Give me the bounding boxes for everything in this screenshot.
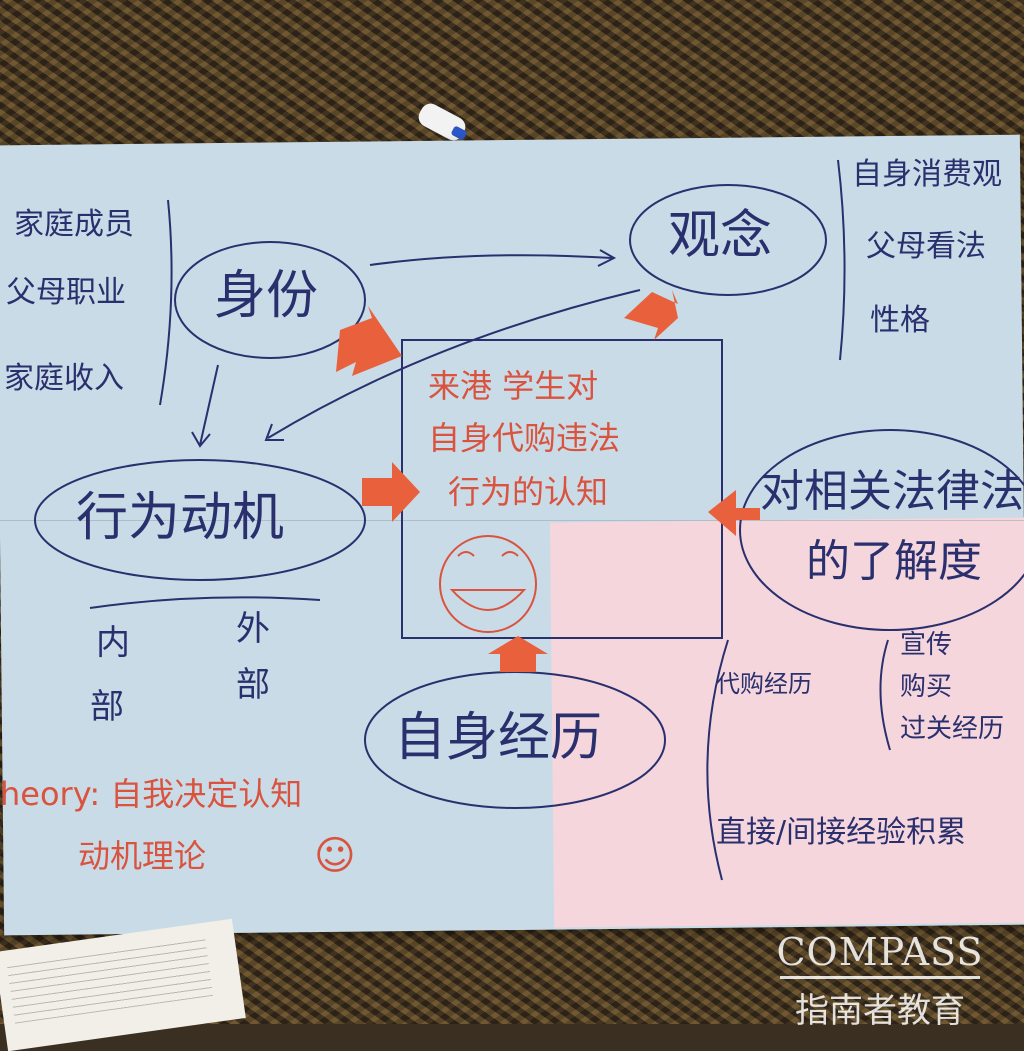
paper-fold [0, 520, 1024, 521]
compass-watermark: COMPASS 指南者教育 [770, 930, 990, 1031]
orange-arrow-identity [336, 306, 402, 376]
smiley-icon: ☺ [314, 833, 356, 879]
motive-external-1: 外 [236, 609, 270, 649]
arrow-identity-to-motive [199, 364, 219, 446]
concept-bracket [837, 159, 846, 361]
arrowhead-motive-2 [264, 423, 284, 441]
mind-map-drawing [34, 159, 1024, 881]
legal-node-line-1: 对相关法律法 [760, 466, 1024, 517]
center-line-1: 来港 学生对 [428, 367, 599, 405]
concept-factor-consumption: 自身消费观 [852, 157, 1002, 192]
concept-factor-personality: 性格 [870, 303, 930, 338]
concept-ellipse [629, 184, 827, 296]
center-line-3: 行为的认知 [448, 473, 609, 511]
legal-subitem-publicity: 宣传 [900, 630, 953, 660]
smiley-face-icon [439, 535, 537, 633]
legal-subitem-customs: 过关经历 [900, 714, 1005, 744]
legal-ellipse [739, 429, 1024, 631]
motive-node: 行为动机 [76, 488, 285, 548]
legal-sub-bracket [879, 639, 891, 751]
motive-internal-2: 部 [90, 687, 124, 727]
orange-arrow-experience [488, 636, 548, 672]
legal-bracket [706, 639, 729, 881]
motive-bracket [89, 596, 321, 609]
legal-node-line-2: 的了解度 [806, 536, 982, 587]
theory-line-1: heory: 自我决定认知 [0, 775, 303, 813]
experience-node: 自身经历 [394, 708, 603, 768]
smiley-mouth [449, 589, 527, 611]
orange-arrow-legal [708, 490, 760, 536]
motive-internal-1: 内 [96, 623, 130, 663]
concept-factor-parents-view: 父母看法 [866, 229, 986, 264]
watermark-rule [780, 976, 980, 979]
motive-ellipse [34, 459, 366, 581]
identity-ellipse [174, 241, 366, 359]
legal-factor-purchase-experience: 代购经历 [716, 670, 812, 698]
watermark-en: COMPASS [776, 930, 984, 974]
identity-bracket [159, 199, 173, 406]
motive-external-2: 部 [236, 665, 270, 705]
arrowhead-motive-1 [191, 431, 211, 448]
center-line-2: 自身代购违法 [428, 419, 621, 457]
theory-line-2: 动机理论 [78, 837, 207, 875]
orange-arrow-concept [624, 290, 678, 340]
concept-node: 观念 [668, 206, 773, 266]
legal-factor-experience-accumulation: 直接/间接经验积累 [716, 815, 967, 850]
identity-factor-parent-job: 父母职业 [6, 275, 126, 310]
identity-node: 身份 [214, 266, 319, 326]
orange-arrow-motive [362, 462, 420, 522]
watermark-cn: 指南者教育 [795, 991, 965, 1031]
identity-factor-family: 家庭成员 [14, 207, 134, 242]
smiley-eyes [457, 551, 519, 557]
legal-subitem-buying: 购买 [900, 672, 953, 702]
identity-factor-income: 家庭收入 [4, 361, 124, 396]
arrow-identity-to-concept [369, 254, 613, 266]
arrow-concept-to-motive [267, 289, 641, 439]
arrowhead-concept [597, 249, 617, 267]
